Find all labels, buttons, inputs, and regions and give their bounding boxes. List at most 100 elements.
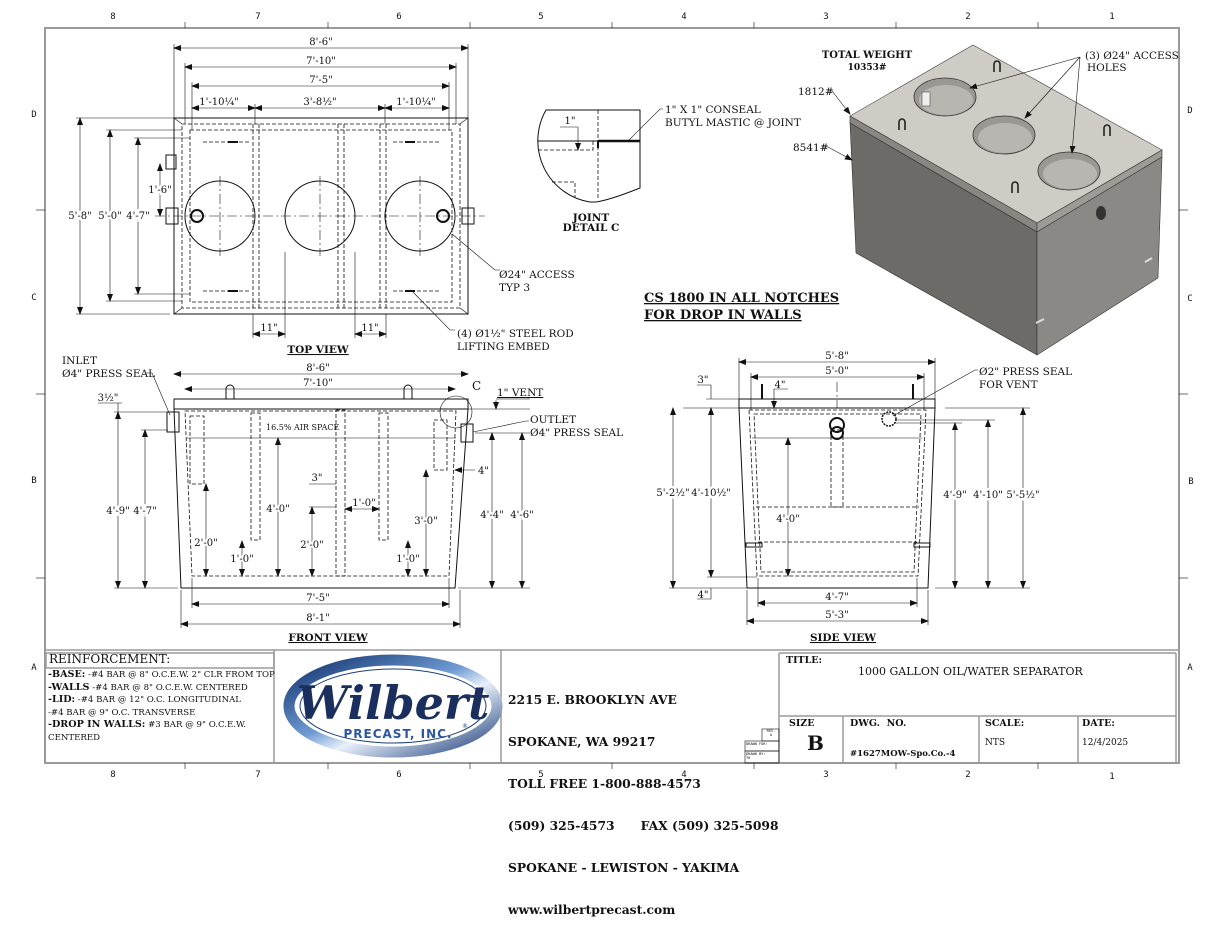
address-line-2: SPOKANE, WA 99217 bbox=[508, 734, 656, 749]
top-dim-right-chamber: 1'-10¼" bbox=[396, 97, 436, 108]
zone-col-6-bottom: 6 bbox=[396, 770, 401, 780]
front-dim-h-overall: 4'-9" bbox=[106, 506, 129, 517]
front-dim-water-level: 4'-0" bbox=[266, 504, 289, 515]
zone-col-1: 1 bbox=[1109, 12, 1114, 22]
side-dim-h-inner: 4'-10½" bbox=[691, 488, 731, 499]
side-dim-bottom-overall: 5'-3" bbox=[825, 610, 848, 621]
top-dim-inner-width-1: 5'-0" bbox=[98, 211, 121, 222]
front-dim-baffle-right-bottom: 1'-0" bbox=[396, 554, 419, 565]
front-dim-center-wall: 2'-0" bbox=[300, 540, 323, 551]
zone-col-6: 6 bbox=[396, 12, 401, 22]
reinforcement-line-key: -LID: bbox=[48, 694, 76, 705]
lifting-callout-2: LIFTING EMBED bbox=[457, 341, 550, 353]
front-dim-top-overall: 8'-6" bbox=[306, 363, 329, 374]
zone-row-c: C bbox=[31, 293, 36, 303]
outlet-seal-label: Ø4" PRESS SEAL bbox=[530, 427, 623, 439]
air-space-label: 16.5% AIR SPACE bbox=[266, 423, 339, 432]
svg-text:4'-7": 4'-7" bbox=[133, 506, 156, 517]
vent-label: 1" VENT bbox=[497, 387, 543, 399]
drawn-for-label: DRAWN FOR: bbox=[746, 742, 768, 746]
side-dim-wall: 4" bbox=[775, 380, 786, 391]
isometric-view: TOTAL WEIGHT 10353# 1812# 8541# (3) Ø24"… bbox=[793, 44, 1179, 356]
joint-callout-1: 1" X 1" CONSEAL bbox=[665, 104, 761, 116]
joint-detail-label-2: DETAIL C bbox=[563, 222, 620, 234]
iso-access-callout-2: HOLES bbox=[1087, 62, 1127, 74]
reinforcement-lines: -BASE: -#4 BAR @ 8" O.C.E.W. 2" CLR FROM… bbox=[48, 669, 276, 744]
reinforcement-line-text: -#4 BAR @ 8" O.C.E.W. 2" CLR FROM TOP bbox=[85, 670, 275, 680]
front-dim-baffle-spacing: 1'-0" bbox=[352, 498, 375, 509]
zone-col-5: 5 bbox=[538, 12, 543, 22]
website[interactable]: www.wilbertprecast.com bbox=[508, 902, 676, 917]
svg-text:4'-10": 4'-10" bbox=[973, 490, 1003, 501]
reinforcement-line-key: -BASE: bbox=[48, 669, 86, 680]
zone-col-3-bottom: 3 bbox=[823, 770, 828, 780]
drawn-by-value: TH bbox=[746, 756, 751, 760]
logo-reg: ® bbox=[462, 723, 468, 730]
dwg-no: #1627MOW-Spo.Co.-4 bbox=[850, 749, 956, 759]
inlet-label: INLET bbox=[62, 355, 97, 367]
company-info: 2215 E. BROOKLYN AVE SPOKANE, WA 99217 T… bbox=[508, 665, 779, 931]
vent-seal-callout-2: FOR VENT bbox=[979, 379, 1038, 391]
svg-text:2'-0": 2'-0" bbox=[194, 538, 217, 549]
vent-seal-callout-1: Ø2" PRESS SEAL bbox=[979, 366, 1072, 378]
reinforcement-line-text: CENTERED bbox=[48, 732, 101, 743]
zone-row-a-right: A bbox=[1187, 663, 1193, 673]
svg-text:4'-0": 4'-0" bbox=[266, 504, 289, 515]
zone-ticks bbox=[36, 22, 1188, 769]
svg-text:5'-8": 5'-8" bbox=[68, 211, 91, 222]
zone-col-7-bottom: 7 bbox=[255, 770, 260, 780]
access-callout: Ø24" ACCESS bbox=[499, 269, 575, 281]
svg-text:1'-6": 1'-6" bbox=[148, 185, 171, 196]
front-dim-h-right: 4'-6" bbox=[510, 510, 533, 521]
reinforcement-line: -LID: -#4 BAR @ 12" O.C. LONGITUDINAL bbox=[48, 694, 276, 707]
logo-sub: PRECAST, INC. bbox=[343, 727, 452, 741]
zone-row-d: D bbox=[31, 110, 36, 120]
top-dim-center-chamber: 3'-8½" bbox=[303, 97, 336, 108]
front-dim-inlet-offset: 3½" bbox=[98, 393, 119, 404]
top-dim-offset: 1'-6" bbox=[148, 185, 171, 196]
zone-col-4: 4 bbox=[681, 12, 686, 22]
svg-text:5'-5½": 5'-5½" bbox=[1006, 490, 1039, 501]
scale-value: NTS bbox=[985, 738, 1006, 748]
top-view-label: TOP VIEW bbox=[287, 344, 349, 356]
top-dim-inner-length-1: 7'-10" bbox=[306, 56, 336, 67]
top-dim-inner-length-2: 7'-5" bbox=[309, 75, 332, 86]
lifting-callout: (4) Ø1½" STEEL ROD bbox=[457, 328, 574, 340]
top-dim-gap-left: 11" bbox=[260, 323, 277, 334]
scale-label: SCALE: bbox=[985, 718, 1025, 729]
zone-row-b: B bbox=[31, 476, 36, 486]
total-weight-label: TOTAL WEIGHT bbox=[822, 50, 913, 61]
side-dim-h-right-1: 4'-10" bbox=[973, 490, 1003, 501]
side-dim-h-overall: 5'-2½" bbox=[656, 488, 689, 499]
reinforcement-line-text: -#4 BAR @ 9" O.C. TRANSVERSE bbox=[48, 707, 196, 718]
side-dim-h-vent: 4'-9" bbox=[943, 490, 966, 501]
reinforcement-line-text: #3 BAR @ 9" O.C.E.W. bbox=[145, 720, 247, 730]
svg-text:4'-4": 4'-4" bbox=[480, 510, 503, 521]
reinforcement-line-text: -#4 BAR @ 8" O.C.E.W. CENTERED bbox=[89, 682, 248, 693]
front-dim-h-inlet: 4'-7" bbox=[133, 506, 156, 517]
toll-free: TOLL FREE 1-800-888-4573 bbox=[508, 776, 701, 791]
top-view: 8'-6" 7'-10" 7'-5" 1'-10¼" 3'-8½" 1'-10¼… bbox=[66, 37, 575, 356]
joint-dim: 1" bbox=[565, 116, 576, 127]
rev-value: A bbox=[769, 733, 773, 737]
svg-text:5'-2½": 5'-2½" bbox=[656, 488, 689, 499]
top-dim-left-chamber: 1'-10¼" bbox=[199, 97, 239, 108]
front-dim-wall-thk: 3" bbox=[312, 473, 323, 484]
top-dim-overall-width: 5'-8" bbox=[68, 211, 91, 222]
top-dim-gap-right: 11" bbox=[361, 323, 378, 334]
zone-row-a: A bbox=[31, 663, 37, 673]
total-weight-value: 10353# bbox=[848, 63, 887, 73]
front-dim-outlet-tee: 3'-0" bbox=[414, 516, 437, 527]
front-view: C 16.5% AIR SPACE 8'-6" 7'-10" 3½" 4'-9"… bbox=[62, 355, 623, 644]
front-dim-h-outlet: 4'-4" bbox=[480, 510, 503, 521]
reinforcement-line: -DROP IN WALLS: #3 BAR @ 9" O.C.E.W. bbox=[48, 719, 276, 732]
front-dim-top-inner: 7'-10" bbox=[303, 378, 333, 389]
rev-block: REV.A DRAWN FOR: DRAWN BY: TH bbox=[745, 729, 779, 760]
zone-col-3: 3 bbox=[823, 12, 828, 22]
reinforcement-line: -WALLS -#4 BAR @ 8" O.C.E.W. CENTERED bbox=[48, 682, 276, 695]
svg-text:5'-0": 5'-0" bbox=[98, 211, 121, 222]
side-view-label: SIDE VIEW bbox=[810, 632, 876, 644]
zone-col-2: 2 bbox=[965, 12, 970, 22]
detail-c-marker: C bbox=[472, 379, 481, 393]
